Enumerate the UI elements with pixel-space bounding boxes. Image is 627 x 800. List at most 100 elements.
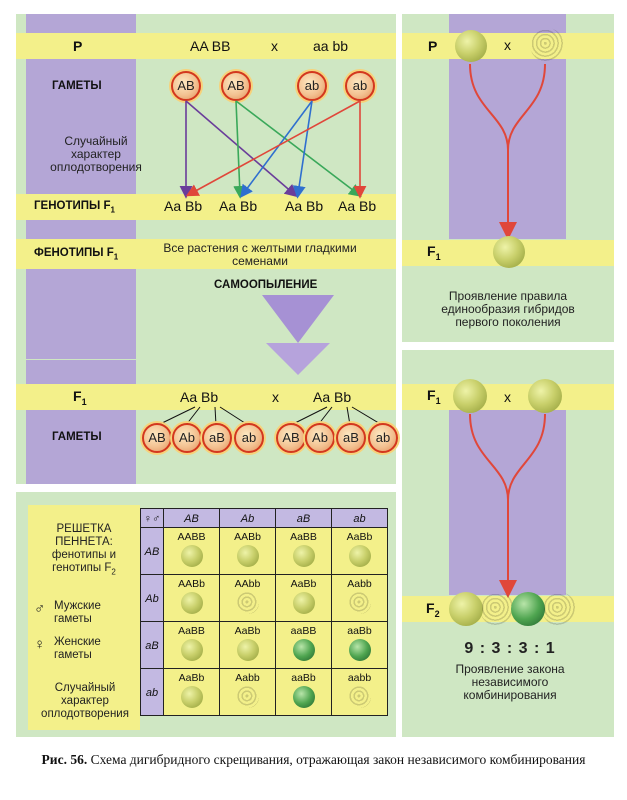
mid-gamete-right-2: aB: [336, 423, 366, 453]
f2-yellow-smooth-seed-icon: [449, 592, 483, 626]
punnett-cell: aaBb: [331, 621, 388, 669]
punnett-cell: aaBB: [275, 621, 332, 669]
right-f1-cross-label-text: F: [427, 387, 436, 403]
arrow-ab3-to-g1: [240, 100, 313, 198]
genotype-2: Aa Bb: [285, 198, 324, 214]
cell-seed-green-smooth-icon: [292, 686, 315, 708]
band-p: [16, 33, 396, 59]
right-f2-label: F2: [426, 600, 440, 619]
cell-seed-yellow-smooth-icon: [236, 639, 259, 661]
right-f1-cross-x: x: [504, 389, 511, 405]
cell-seed-green-wrinkled-icon: [348, 686, 371, 708]
f1-cross-left-seed-icon: [453, 379, 487, 413]
punnett-cell: AaBB: [275, 527, 332, 575]
cell-genotype: AaBb: [234, 625, 261, 637]
genotype-0: Aa Bb: [164, 198, 203, 214]
male-text: Мужские гаметы: [54, 600, 101, 625]
cell-seed-yellow-wrinkled-icon: [236, 686, 259, 708]
right-p-cross: x: [504, 37, 511, 53]
punnett-random-text: Случайный характер оплодотворения: [41, 682, 129, 720]
row-header-3-text: ab: [145, 687, 159, 699]
right-f1-label-text: F: [427, 243, 436, 259]
cell-seed-yellow-smooth-icon: [180, 686, 203, 708]
f1-mid-label: F1: [73, 388, 87, 407]
punnett-left-yellow: [28, 505, 140, 730]
right-f1-cross-label: F1: [427, 387, 441, 406]
genotype-3: Aa Bb: [338, 198, 377, 214]
right-band-p: [402, 33, 614, 59]
row-header-2: aB: [140, 621, 164, 669]
right-f2-label-text: F: [426, 600, 435, 616]
mid-gamete-right-0: AB: [276, 423, 306, 453]
gamete-1: AB: [221, 71, 251, 101]
gamete-0: AB: [171, 71, 201, 101]
cell-seed-yellow-smooth-icon: [236, 545, 259, 567]
female-symbol-icon: ♀: [34, 636, 46, 653]
mid-gamete-right-3: ab: [368, 423, 398, 453]
band-f1-mid: [16, 384, 396, 410]
phenotypes-f1-label-text: ФЕНОТИПЫ F: [34, 247, 114, 259]
arrow-ab3-to-g2: [292, 100, 313, 199]
cell-genotype: AABb: [178, 578, 205, 590]
punnett-cell: Aabb: [331, 574, 388, 622]
f2-green-wrinkled-seed-icon: [542, 592, 576, 626]
cell-seed-yellow-smooth-icon: [180, 545, 203, 567]
fertilization-arrows: [179, 100, 367, 199]
f2-yellow-wrinkled-seed-icon: [480, 592, 514, 626]
cell-genotype: aaBb: [291, 672, 316, 684]
punnett-title-text: РЕШЕТКА ПЕННЕТА: фенотипы и генотипы F: [51, 523, 117, 574]
cell-genotype: AaBB: [178, 625, 205, 637]
figure-caption: Рис. 56. Схема дигибридного скрещивания,…: [0, 752, 627, 768]
punnett-cell: AaBb: [219, 621, 276, 669]
punnett-cell: AaBb: [163, 668, 220, 716]
cell-seed-yellow-smooth-icon: [180, 592, 203, 614]
cell-genotype: AABb: [234, 531, 261, 543]
genotype-1: Aa Bb: [219, 198, 258, 214]
f1-mid-right: Aa Bb: [313, 389, 352, 405]
punnett-cell: aabb: [331, 668, 388, 716]
right-f1-label: F1: [427, 243, 441, 262]
f2-green-smooth-seed-icon: [511, 592, 545, 626]
cell-seed-yellow-wrinkled-icon: [348, 592, 371, 614]
cell-seed-yellow-wrinkled-icon: [236, 592, 259, 614]
mid-gamete-left-1: Ab: [172, 423, 202, 453]
row-header-1-text: Ab: [145, 593, 159, 605]
gametes-label: ГАМЕТЫ: [52, 80, 102, 92]
col-header-0-text: AB: [184, 513, 199, 525]
cell-genotype: AaBb: [290, 578, 317, 590]
cell-seed-yellow-smooth-icon: [292, 592, 315, 614]
cell-genotype: Aabb: [235, 672, 260, 684]
f1-mid-label-text: F: [73, 388, 82, 404]
parent-green-wrinkled-seed-icon: [530, 28, 564, 62]
punnett-cell: AABb: [219, 527, 276, 575]
mid-gamete-right-1: Ab: [305, 423, 335, 453]
cell-seed-yellow-smooth-icon: [348, 545, 371, 567]
p-label: P: [73, 38, 83, 54]
male-symbol-icon: ♂: [34, 600, 46, 617]
arrow-ab2-to-g1: [233, 100, 247, 199]
row-header-0-text: AB: [144, 546, 160, 558]
right-f1-sub: 1: [435, 251, 441, 262]
punnett-cell: AABb: [163, 574, 220, 622]
f1-cross-right-seed-icon: [528, 379, 562, 413]
law-text: Проявление закона независимого комбиниро…: [455, 662, 565, 702]
punnett-title-sub: 2: [111, 567, 116, 577]
caption-text: Схема дигибридного скрещивания, отражающ…: [90, 752, 586, 767]
punnett-cell: AABB: [163, 527, 220, 575]
mid-gamete-left-3: ab: [234, 423, 264, 453]
col-header-3-text: ab: [353, 513, 366, 525]
male-legend: ♂ Мужские гаметы: [34, 600, 138, 626]
mid-gamete-left-0: AB: [142, 423, 172, 453]
cell-seed-yellow-smooth-icon: [292, 545, 315, 567]
punnett-cell: AaBb: [275, 574, 332, 622]
cell-genotype: Aabb: [347, 578, 372, 590]
gamete-3: ab: [345, 71, 375, 101]
gametes-mid-label: ГАМЕТЫ: [52, 431, 102, 443]
f1-yellow-smooth-seed-icon: [493, 236, 525, 268]
arrow-ab2-to-g3: [235, 100, 362, 197]
cell-genotype: aaBb: [347, 625, 372, 637]
phenotypes-f1-label: ФЕНОТИПЫ F1: [34, 247, 118, 261]
col-header-3: ab: [331, 508, 388, 528]
